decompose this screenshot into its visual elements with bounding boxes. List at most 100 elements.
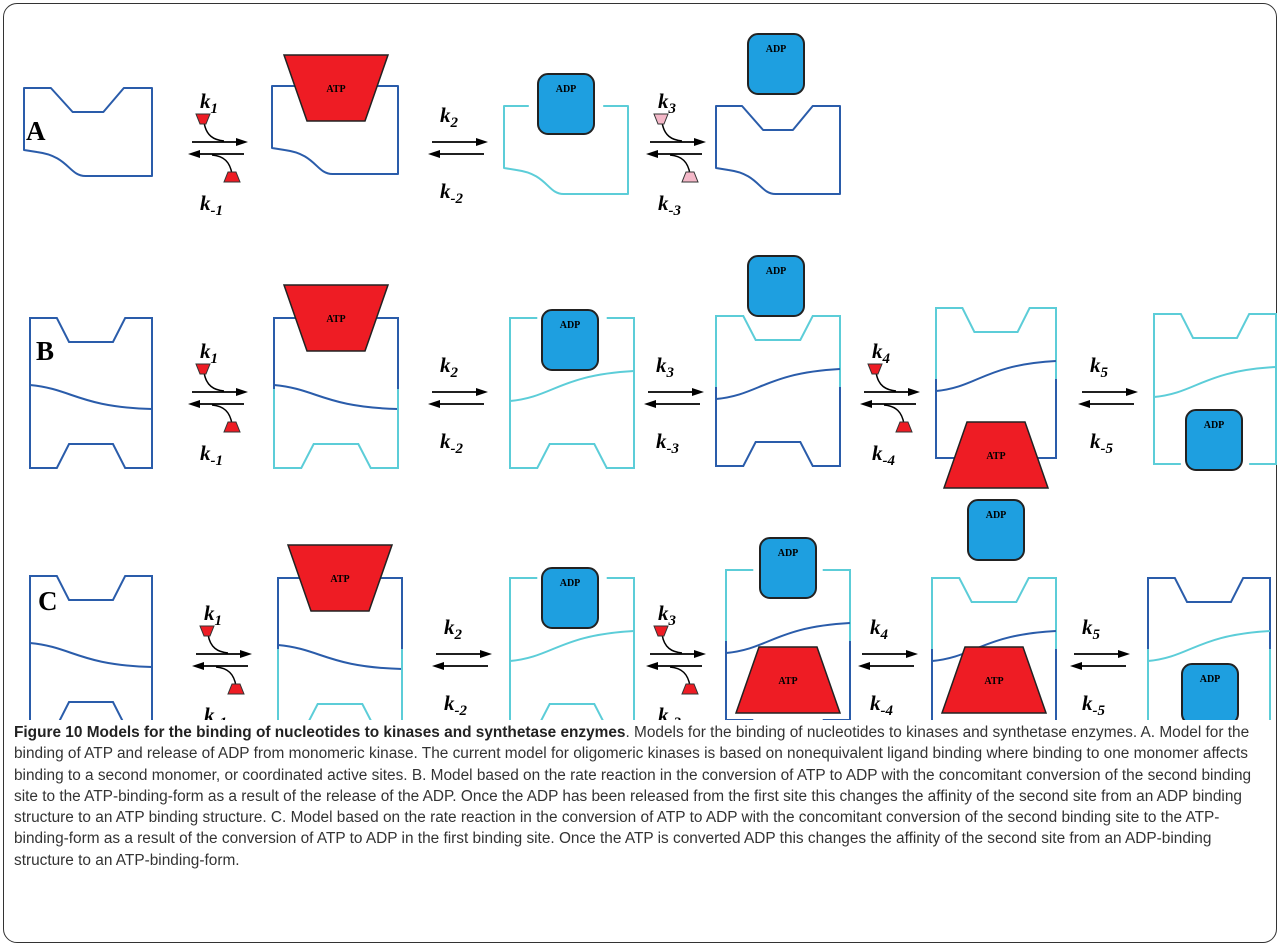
atp-shape <box>734 646 842 714</box>
ligand-out-curve <box>211 154 233 175</box>
rate-constant-forward: k1 <box>200 89 218 117</box>
adp-bound-B: ADP <box>541 309 599 371</box>
adp-shape <box>541 309 599 371</box>
ligand-in-icon <box>653 625 669 637</box>
atp-label: ATP <box>326 314 345 325</box>
forward-arrowhead <box>908 388 920 396</box>
rate-constant-reverse: k-5 <box>1082 691 1105 719</box>
figure-caption: Figure 10 Models for the binding of nucl… <box>14 722 1272 871</box>
atp-bound-C3: ATP <box>940 646 1048 714</box>
enzyme-interface <box>29 384 153 410</box>
enzyme-interface <box>509 370 635 402</box>
atp-bound-B: ATP <box>282 284 390 352</box>
adp-label: ADP <box>1200 674 1221 685</box>
rate-constant-forward: k2 <box>440 103 459 131</box>
ligand-out-curve <box>215 666 237 687</box>
atp-label: ATP <box>778 676 797 687</box>
enzyme-dimer <box>29 575 153 720</box>
enzyme-interface <box>1153 366 1277 398</box>
adp-bound-A: ADP <box>537 73 595 135</box>
adp-label: ADP <box>986 510 1007 521</box>
equilibrium-arrows-A-0 <box>188 113 248 183</box>
adp-label: ADP <box>560 578 581 589</box>
rate-constant-reverse: k-4 <box>870 691 893 719</box>
enzyme-bottom-subunit <box>935 379 1057 459</box>
rate-constant-reverse: k-1 <box>200 191 223 219</box>
adp-shape <box>1185 409 1243 471</box>
ligand-out-icon <box>223 421 241 433</box>
reverse-arrowhead <box>428 400 440 408</box>
equilibrium-arrows-B-2 <box>644 388 704 408</box>
enzyme-top-subunit <box>509 317 635 403</box>
ligand-in-curve <box>661 633 683 654</box>
rate-constant-forward: k3 <box>658 89 677 117</box>
atp-label: ATP <box>326 84 345 95</box>
ligand-in-icon <box>195 363 211 375</box>
adp-released-C: ADP <box>967 499 1025 561</box>
adp-shape <box>967 499 1025 561</box>
reverse-arrowhead <box>646 662 658 670</box>
adp-shape <box>1181 663 1239 720</box>
rate-constant-reverse: k-1 <box>200 441 223 469</box>
equilibrium-arrows-C-3 <box>858 650 918 670</box>
panel-label-C: C <box>38 586 58 616</box>
rate-constant-forward: k1 <box>200 339 218 367</box>
enzyme-bottom-subunit <box>29 389 153 469</box>
atp-bound-B2: ATP <box>942 421 1050 489</box>
ligand-out-icon <box>681 683 699 695</box>
enzyme-bottom-subunit <box>715 387 841 467</box>
enzyme-interface <box>29 642 153 668</box>
rate-constant-forward: k5 <box>1090 353 1109 381</box>
reverse-arrowhead <box>432 662 444 670</box>
reverse-arrowhead <box>646 150 658 158</box>
atp-shape <box>286 544 394 612</box>
rate-constant-forward: k1 <box>204 601 222 629</box>
enzyme-bottom-subunit <box>1147 649 1271 720</box>
rate-constant-reverse: k-3 <box>656 429 679 457</box>
enzyme-monomer <box>715 105 841 195</box>
equilibrium-arrows-C-0 <box>192 625 252 695</box>
atp-label: ATP <box>986 451 1005 462</box>
enzyme-dimer <box>1147 577 1271 720</box>
enzyme-interface <box>935 360 1057 392</box>
rate-constant-forward: k2 <box>440 353 459 381</box>
forward-arrowhead <box>476 138 488 146</box>
adp-bound-C: ADP <box>541 567 599 629</box>
enzyme-top-subunit <box>931 577 1057 663</box>
enzyme-interface <box>1147 630 1271 662</box>
enzyme-top-subunit <box>935 307 1057 393</box>
rate-constant-forward: k3 <box>658 601 677 629</box>
enzyme-dimer <box>277 577 403 720</box>
adp-shape <box>541 567 599 629</box>
enzyme-bottom-subunit <box>1153 385 1277 465</box>
enzyme-dimer <box>931 577 1057 720</box>
ligand-out-curve <box>669 666 691 687</box>
enzyme-dimer <box>935 307 1057 459</box>
rate-constant-forward: k4 <box>872 339 891 367</box>
enzyme-top-subunit <box>1153 313 1277 399</box>
ligand-out-curve <box>669 154 691 175</box>
enzyme-top-subunit <box>29 317 153 403</box>
enzyme-dimer <box>1153 313 1277 465</box>
enzyme-top-subunit <box>277 577 403 663</box>
atp-shape <box>942 421 1050 489</box>
forward-arrowhead <box>480 650 492 658</box>
reverse-arrowhead <box>644 400 656 408</box>
forward-arrowhead <box>1118 650 1130 658</box>
ligand-in-curve <box>661 121 683 142</box>
adp-shape <box>747 33 805 95</box>
enzyme-top-subunit <box>725 569 851 655</box>
adp-label: ADP <box>778 548 799 559</box>
reverse-arrowhead <box>1070 662 1082 670</box>
enzyme-interface <box>725 622 851 654</box>
ligand-in-curve <box>203 121 225 142</box>
figure-frame <box>3 3 1277 943</box>
atp-bound-C2: ATP <box>734 646 842 714</box>
adp-shape <box>759 537 817 599</box>
rate-constant-reverse: k-3 <box>658 191 681 219</box>
adp-released-A: ADP <box>747 33 805 95</box>
reverse-arrowhead <box>858 662 870 670</box>
rate-constant-reverse: k-2 <box>444 691 467 719</box>
rate-constant-reverse: k-1 <box>204 703 227 720</box>
atp-shape <box>282 54 390 122</box>
